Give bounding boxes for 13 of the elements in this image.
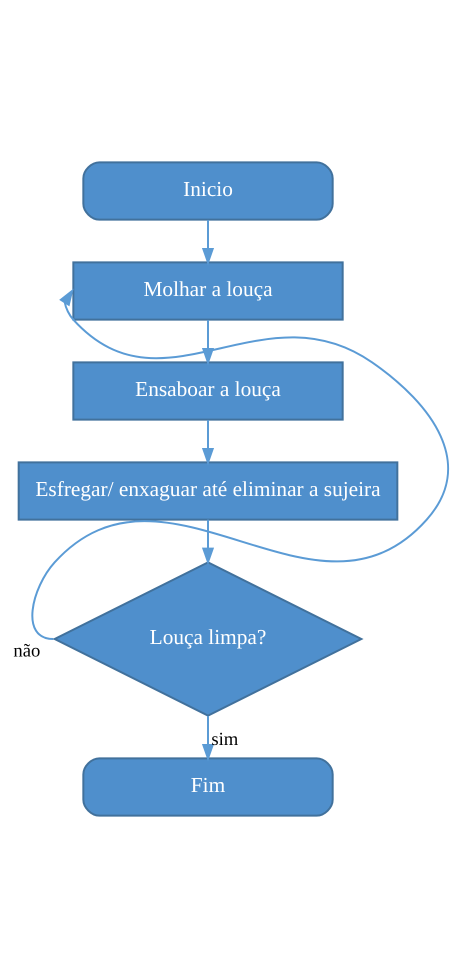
node-box: Molhar a louça	[72, 261, 344, 321]
arrow	[202, 520, 214, 566]
arrow	[32, 288, 449, 640]
node-diamond: Louça limpa?	[52, 561, 364, 717]
edge-label: sim	[211, 728, 238, 750]
arrow	[202, 420, 214, 466]
node-box: Fim	[82, 757, 334, 817]
arrow	[202, 220, 214, 266]
edge-label: não	[13, 640, 40, 662]
arrow	[202, 716, 214, 762]
node-box: Esfregar/ enxaguar até eliminar a sujeira	[18, 461, 398, 521]
node-box: Inicio	[82, 161, 334, 221]
node-box: Ensaboar a louça	[72, 361, 344, 421]
